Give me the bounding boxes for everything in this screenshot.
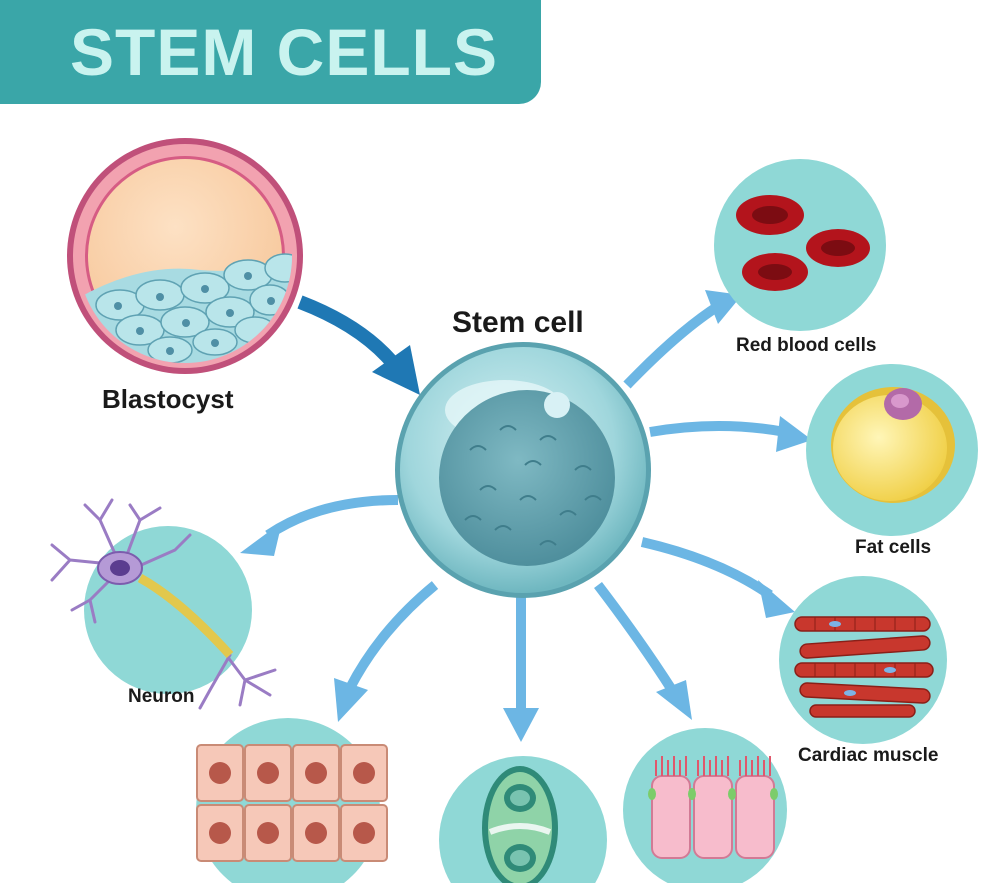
blastocyst-arrow	[297, 295, 398, 367]
label-fat-cells: Fat cells	[855, 537, 932, 558]
label-blastocyst: Blastocyst	[102, 384, 234, 414]
neuron-illustration	[50, 498, 277, 710]
blastocyst-arrow-head	[372, 345, 420, 395]
label-stem-cell: Stem cell	[452, 306, 584, 339]
label-cardiac-muscle: Cardiac muscle	[798, 745, 939, 766]
blastocyst	[67, 138, 303, 374]
arrows	[240, 290, 812, 742]
label-red-blood-cells: Red blood cells	[736, 335, 877, 356]
intestinal-cells-illustration	[623, 728, 787, 883]
epithelial-cells-illustration	[196, 718, 388, 883]
fat-cells-illustration	[806, 364, 978, 536]
title-banner: STEM CELLS	[0, 0, 541, 104]
red-blood-cells-illustration	[714, 159, 886, 331]
stem-cell	[395, 342, 651, 598]
label-neuron: Neuron	[128, 686, 195, 707]
cardiac-muscle-illustration	[779, 576, 947, 744]
diagram-title: STEM CELLS	[70, 15, 499, 89]
cell-division-illustration	[439, 756, 607, 883]
